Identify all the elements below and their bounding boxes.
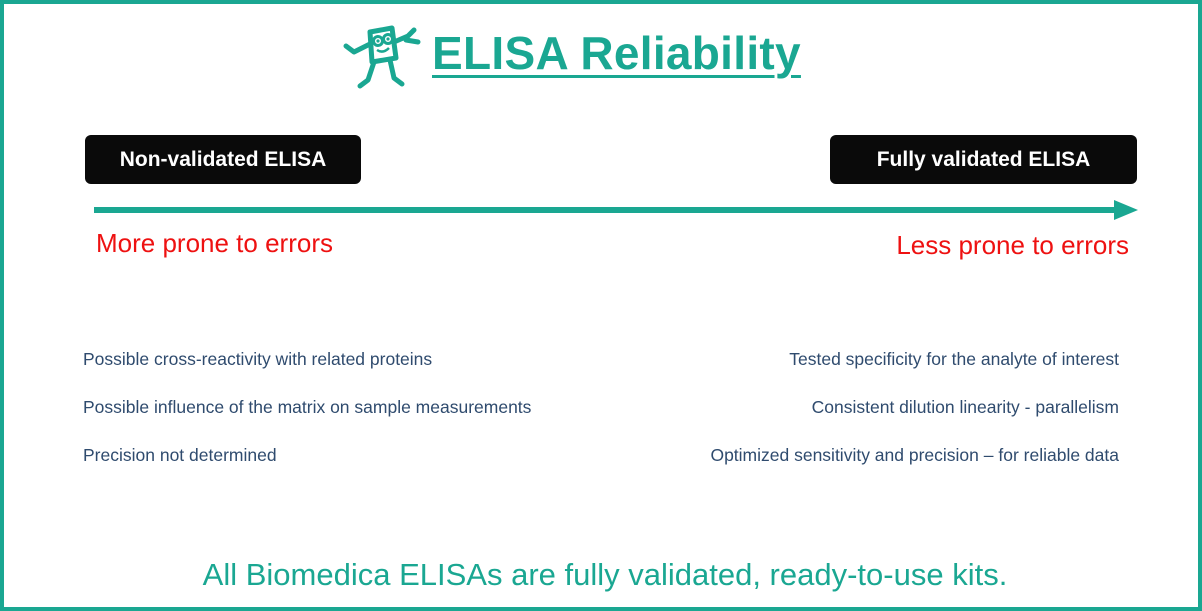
list-item: Optimized sensitivity and precision – fo… <box>710 445 1119 465</box>
more-errors-caption: More prone to errors <box>96 228 333 258</box>
non-validated-points-list: Possible cross-reactivity with related p… <box>83 348 531 492</box>
validated-points-list: Tested specificity for the analyte of in… <box>710 348 1119 492</box>
list-item: Precision not determined <box>83 445 277 465</box>
fully-validated-elisa-label: Fully validated ELISA <box>830 135 1137 184</box>
list-item: Tested specificity for the analyte of in… <box>789 349 1119 369</box>
footer-statement: All Biomedica ELISAs are fully validated… <box>202 557 1008 592</box>
list-item: Consistent dilution linearity - parallel… <box>811 397 1119 417</box>
header: ELISA Reliability <box>4 18 1202 98</box>
less-errors-caption: Less prone to errors <box>896 230 1129 260</box>
list-item: Possible cross-reactivity with related p… <box>83 349 433 369</box>
page-title: ELISA Reliability <box>432 27 801 79</box>
mascot-logo-icon <box>343 25 421 89</box>
non-validated-elisa-label: Non-validated ELISA <box>85 135 361 184</box>
list-item: Possible influence of the matrix on samp… <box>83 397 532 417</box>
reliability-arrow <box>94 200 1138 220</box>
